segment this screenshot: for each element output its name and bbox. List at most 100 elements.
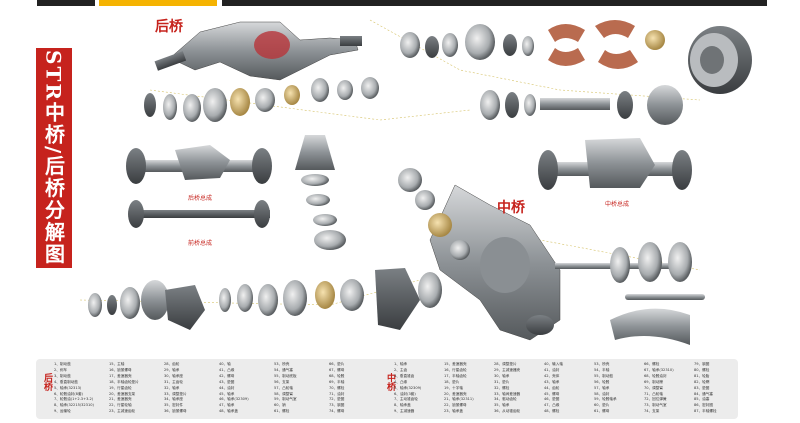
- legend-item: 20、差速器支架: [109, 391, 136, 396]
- legend-item: 8、轴承(32215/32310): [54, 403, 94, 408]
- legend-item: 22、行星轮轴: [109, 403, 132, 408]
- legend-item: 79、钢圈: [694, 362, 710, 366]
- legend-item: 19、行星齿轮: [109, 385, 132, 390]
- legend-item: 23、主减速齿轮: [109, 409, 136, 414]
- legend-item: 40、输入轴: [544, 362, 563, 366]
- legend-item: 60、垫片: [594, 403, 610, 408]
- legend-item: 84、通气塞: [694, 391, 713, 396]
- legend-item: 23、轴承盖: [444, 409, 463, 414]
- legend-item: 7、轮毂油(1+2.3+3.2): [54, 397, 94, 402]
- front-assembly-label: 前桥总成: [188, 240, 213, 247]
- legend-item: 46、轴承(32309): [219, 397, 249, 402]
- legend-item: 18、半轴齿轮垫片: [109, 379, 139, 384]
- legend-item: 36、锁紧螺母: [164, 409, 187, 414]
- middle-axle-label: 中桥: [497, 200, 525, 216]
- legend-item: 30、轴承座: [164, 373, 183, 378]
- legend-item: 74、支架: [644, 409, 660, 414]
- legend-item: 16、锁紧螺母: [109, 367, 132, 372]
- legend-item: 53、桥壳: [594, 362, 610, 366]
- legend-item: 45、螺母: [544, 391, 560, 396]
- legend-item: 67、轴承(32310): [644, 367, 674, 372]
- legend-item: 31、主齿轮: [164, 379, 183, 384]
- legend-item: 71、油封: [329, 391, 345, 396]
- legend-item: 44、油封: [219, 385, 235, 390]
- legend-item: 9、运输轮: [54, 409, 71, 414]
- right-bottom-parts: [555, 242, 705, 345]
- legend-item: 61、螺母: [594, 409, 610, 414]
- legend-item: 85、油塞: [694, 397, 710, 402]
- legend-item: 30、轴承: [494, 373, 510, 378]
- legend-item: 19、十字轴: [444, 385, 463, 390]
- middle-assembly-label: 中桥总成: [605, 201, 630, 208]
- legend-item: 55、制动鼓: [594, 373, 613, 378]
- bottom-row-bearings: [88, 268, 442, 330]
- legend-item: 66、螺栓: [644, 362, 660, 366]
- legend-item: 21、差速器壳: [109, 397, 132, 402]
- brake-shoes: [548, 20, 665, 69]
- legend-item: 41、油封: [544, 367, 560, 372]
- legend-item: 66、垫片: [329, 362, 345, 366]
- legend-item: 4、凸缘: [394, 379, 408, 384]
- legend-item: 6、油封(3套): [394, 391, 416, 396]
- legend-item: 72、回位弹簧: [644, 397, 667, 402]
- legend-item: 9、主减速器: [394, 409, 415, 414]
- legend-item: 3、垂直锥齿: [394, 373, 415, 378]
- legend-item: 87、半轴螺栓: [694, 409, 717, 414]
- legend-item: 29、主减速器壳: [494, 367, 521, 372]
- legend-item: 7、主动锥齿轮: [394, 397, 418, 402]
- legend-item: 48、轴承盖: [219, 409, 238, 414]
- legend-item: 43、垫圈: [219, 379, 235, 384]
- legend-item: 43、轴承: [544, 379, 560, 384]
- bearing-discs-top: [144, 24, 534, 122]
- legend-item: 68、轮毂油封: [644, 373, 667, 378]
- legend-item: 28、调整垫片: [494, 362, 517, 366]
- legend-item: 70、调整臂: [644, 385, 663, 390]
- legend-item: 44、齿轮: [544, 385, 560, 390]
- rear-assembly-label: 后桥总成: [188, 195, 213, 202]
- legend-item: 55、制动底板: [274, 373, 297, 378]
- legend-item: 29、轴承: [164, 367, 180, 372]
- legend-item: 71、凸轮轴: [644, 391, 663, 396]
- legend-item: 47、轴承: [219, 403, 235, 408]
- legend-item: 57、凸轮轴: [274, 385, 293, 390]
- legend-item: 5、轴承(32309): [394, 385, 422, 390]
- legend-item: 21、轴承(32311): [444, 397, 474, 402]
- legend-item: 72、垫圈: [329, 397, 345, 402]
- legend-item: 68、轮毂: [329, 373, 345, 378]
- legend-item: 33、调整垫片: [164, 391, 187, 396]
- legend-item: 54、通气塞: [274, 367, 293, 372]
- legend-item: 73、制动气室: [644, 403, 667, 408]
- legend-item: 86、密封圈: [694, 403, 713, 408]
- legend-item: 46、垫圈: [544, 397, 560, 402]
- legend-item: 42、螺母: [219, 373, 235, 378]
- legend-item: 56、轮毂: [594, 379, 610, 384]
- legend-item: 34、轴承座: [164, 397, 183, 402]
- legend-item: 32、螺栓: [494, 385, 510, 390]
- side-title-panel: STR中桥/后桥分解图: [36, 48, 72, 268]
- top-bar-yellow: [99, 0, 217, 6]
- legend-item: 17、差速器壳: [109, 373, 132, 378]
- legend-item: 54、半轴: [594, 367, 610, 372]
- front-assembly-axle: [128, 200, 270, 228]
- legend-item: 3、制动鼓: [54, 373, 71, 378]
- legend-item: 18、垫片: [444, 379, 460, 384]
- legend-item: 35、轴承: [494, 403, 510, 408]
- legend-item: 67、螺母: [329, 367, 345, 372]
- rear-assembly-axle: [126, 145, 272, 184]
- legend-item: 60、销: [274, 403, 286, 408]
- legend-item: 61、螺栓: [274, 409, 290, 414]
- legend-item: 47、凸缘: [544, 403, 560, 408]
- legend-item: 35、密封件: [164, 403, 183, 408]
- legend-item: 34、驱动齿轮: [494, 397, 517, 402]
- legend-item: 17、半轴齿轮: [444, 373, 467, 378]
